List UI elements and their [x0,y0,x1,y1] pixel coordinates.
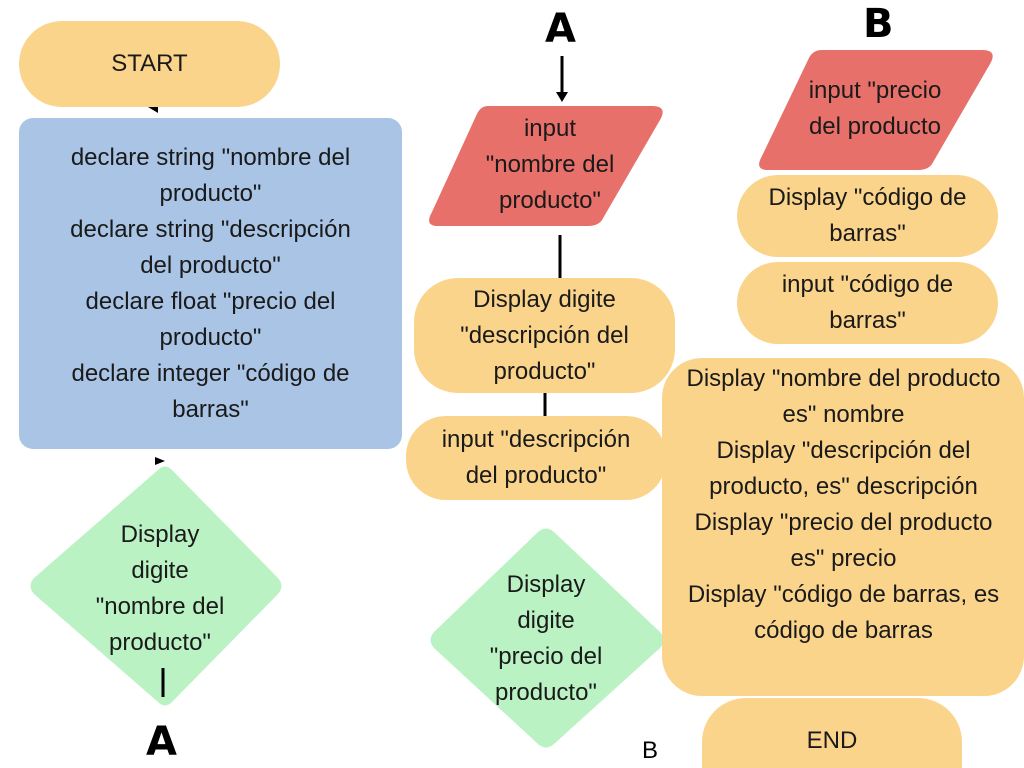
input-nombre-text: input "nombre del producto" [485,115,615,214]
end-terminal: END [702,698,962,768]
input-precio-text: input "precio del producto [808,77,942,140]
end-label: END [806,727,858,754]
display-codigo: Display "código de barras" [737,175,998,257]
decision-nombre: Display digite "nombre del producto" [60,514,260,664]
connector-b-top: B [863,1,894,47]
declare-text: declare string "nombre del producto" dec… [70,143,351,423]
connector-a-top: A [545,6,576,52]
input-precio-shape [759,50,993,170]
decision-precio-shape [430,528,664,748]
input-descripcion: input "descripción del producto" [406,416,666,500]
display-descripcion: Display digite "descripción del producto… [414,278,675,393]
connector-a-bottom: A [146,719,177,765]
decision-nombre-shape [30,466,282,706]
display-summary-text: Display "nombre del producto es" nombre … [686,365,1001,644]
input-codigo: input "código de barras" [737,262,998,344]
decision-nombre-text: Display digite "nombre del producto" [95,521,225,656]
display-summary: Display "nombre del producto es" nombre … [662,358,1024,696]
start-label: START [111,50,188,77]
start-terminal: START [19,21,280,107]
input-codigo-text: input "código de barras" [781,271,954,334]
decision-precio: Display digite "precio del producto" [446,564,646,714]
input-precio: input "precio del producto [780,72,970,146]
display-descripcion-text: Display digite "descripción del producto… [460,285,629,385]
connector-a-to-input [556,56,568,102]
display-codigo-text: Display "código de barras" [768,184,967,247]
decision-precio-text: Display digite "precio del producto" [489,571,603,706]
input-nombre-shape [429,106,663,226]
declare-process-box: declare string "nombre del producto" dec… [19,118,402,449]
connector-declare-to-decision [155,457,165,465]
input-nombre: input "nombre del producto" [450,110,650,220]
input-descripcion-text: input "descripción del producto" [441,426,631,489]
connector-b-small: B [642,737,659,764]
